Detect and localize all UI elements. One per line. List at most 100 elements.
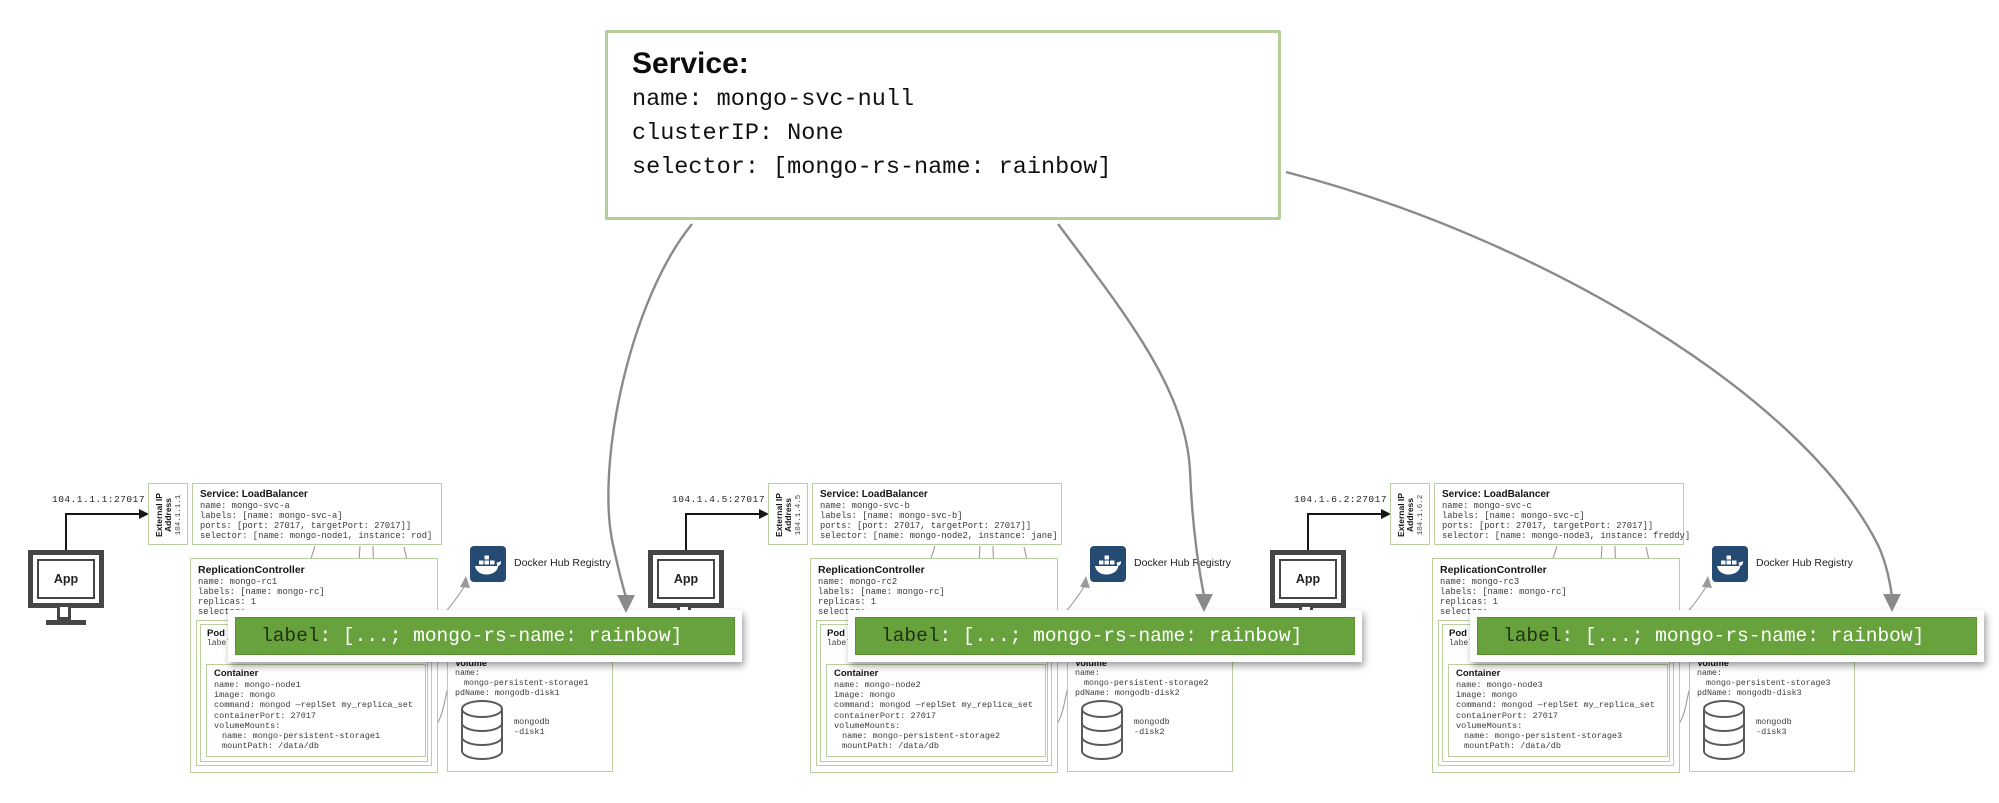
app-label: App xyxy=(1279,559,1337,599)
monitor-frame: App xyxy=(1270,550,1346,608)
container-title: Container xyxy=(834,668,879,679)
container-line: containerPort: 27017 xyxy=(1456,710,1559,721)
service-clusterip-line: clusterIP: None xyxy=(632,120,844,147)
volume-line: mongo-persistent-storage3 xyxy=(1706,679,1831,688)
rc-line: selector: xyxy=(198,607,246,617)
container-line: mountPath: /data/db xyxy=(1464,741,1561,752)
external-ip-box: External IP Address 104.1.6.2 xyxy=(1390,483,1430,545)
container-line: volumeMounts: xyxy=(834,720,901,731)
pod-labels: labels: xyxy=(1449,639,1483,648)
volume-line: mongo-persistent-storage2 xyxy=(1084,679,1209,688)
rc-title: ReplicationController xyxy=(1440,564,1547,576)
container-box: Container name: mongo-node3 image: mongo… xyxy=(1448,664,1668,757)
docker-whale-icon xyxy=(1090,546,1126,582)
external-ip-title: External IP Address xyxy=(774,493,793,537)
volume-line: pdName: mongodb-disk3 xyxy=(1697,689,1802,698)
external-endpoint: 104.1.4.5:27017 xyxy=(672,494,766,505)
service-title: Service: LoadBalancer xyxy=(1442,489,1550,500)
volume-line: name: xyxy=(1075,669,1100,678)
endpoint-arrowhead xyxy=(139,509,149,519)
volume-box: Volume name: mongo-persistent-storage2 p… xyxy=(1067,654,1233,772)
container-title: Container xyxy=(214,668,259,679)
external-ip-value: 104.1.6.2 xyxy=(1417,494,1425,536)
rc-line: name: mongo-rc1 xyxy=(198,577,278,587)
rc-line: selector: xyxy=(1440,607,1488,617)
service-line: name: mongo-svc-c xyxy=(1442,501,1532,511)
external-endpoint: 104.1.6.2:27017 xyxy=(1294,494,1388,505)
external-endpoint: 104.1.1.1:27017 xyxy=(52,494,146,505)
disk-name: mongodb xyxy=(1134,717,1170,727)
container-line: name: mongo-persistent-storage1 xyxy=(222,731,381,742)
disk-label: mongodb -disk1 xyxy=(514,717,550,737)
monitor-frame: App xyxy=(648,550,724,608)
service-loadbalancer-box: Service: LoadBalancer name: mongo-svc-c … xyxy=(1434,483,1691,545)
rc-title: ReplicationController xyxy=(818,564,925,576)
service-line: ports: [port: 27017, targetPort: 27017]] xyxy=(200,521,412,531)
container-line: volumeMounts: xyxy=(214,720,281,731)
service-line: selector: [name: mongo-node3, instance: … xyxy=(1442,531,1691,541)
volume-box: Volume name: mongo-persistent-storage3 p… xyxy=(1689,654,1855,772)
service-line: labels: [name: mongo-svc-c] xyxy=(1442,511,1585,521)
database-cylinder-icon xyxy=(1703,700,1745,760)
rc-line: labels: [name: mongo-rc] xyxy=(1440,587,1567,597)
external-ip-box: External IP Address 104.1.4.5 xyxy=(768,483,808,545)
volume-title: Volume xyxy=(1697,658,1729,668)
container-line: name: mongo-node1 xyxy=(214,680,301,690)
rc-line: replicas: 1 xyxy=(1440,597,1499,607)
service-line: labels: [name: mongo-svc-a] xyxy=(200,511,343,521)
app-monitor-icon: App xyxy=(28,550,104,638)
container-line: mountPath: /data/db xyxy=(222,741,319,752)
docker-hub-registry-label: Docker Hub Registry xyxy=(514,557,611,569)
rc-line: labels: [name: mongo-rc] xyxy=(198,587,325,597)
label-value: : [...; mongo-rs-name: rainbow] xyxy=(319,625,683,647)
container-line: image: mongo xyxy=(1456,690,1518,701)
service-title: Service: LoadBalancer xyxy=(820,489,928,500)
disk-suffix: -disk2 xyxy=(1134,727,1165,737)
monitor-stand xyxy=(57,607,71,620)
label-value: : [...; mongo-rs-name: rainbow] xyxy=(1561,625,1925,647)
rc-line: replicas: 1 xyxy=(818,597,877,607)
container-box: Container name: mongo-node1 image: mongo… xyxy=(206,664,426,757)
container-line: containerPort: 27017 xyxy=(834,710,937,721)
container-line: command: mongod —replSet my_replica_set xyxy=(834,700,1033,711)
service-title: Service: LoadBalancer xyxy=(200,489,308,500)
external-ip-box: External IP Address 104.1.1.1 xyxy=(148,483,188,545)
pod-title: Pod xyxy=(207,628,225,639)
rc-title: ReplicationController xyxy=(198,564,305,576)
container-line: command: mongod —replSet my_replica_set xyxy=(1456,700,1655,711)
rc-line: name: mongo-rc3 xyxy=(1440,577,1520,587)
pod-title: Pod xyxy=(1449,628,1467,639)
container-line: command: mongod —replSet my_replica_set xyxy=(214,700,413,711)
volume-title: Volume xyxy=(1075,658,1107,668)
service-selector-line: selector: [mongo-rs-name: rainbow] xyxy=(632,154,1112,181)
service-name-line: name: mongo-svc-null xyxy=(632,86,915,113)
container-line: volumeMounts: xyxy=(1456,720,1523,731)
container-line: image: mongo xyxy=(214,690,276,701)
label-keyword: label xyxy=(261,625,320,647)
disk-name: mongodb xyxy=(514,717,550,727)
disk-suffix: -disk3 xyxy=(1756,727,1787,737)
container-title: Container xyxy=(1456,668,1501,679)
rc-line: labels: [name: mongo-rc] xyxy=(818,587,945,597)
service-line: name: mongo-svc-b xyxy=(820,501,910,511)
volume-line: name: xyxy=(1697,669,1722,678)
container-line: name: mongo-persistent-storage2 xyxy=(842,731,1001,742)
service-line: name: mongo-svc-a xyxy=(200,501,290,511)
monitor-frame: App xyxy=(28,550,104,608)
mongo-cluster-2: App 104.1.4.5:27017 External IP Address … xyxy=(620,0,1280,803)
pod-labels: labels: xyxy=(207,639,241,648)
container-line: mountPath: /data/db xyxy=(842,741,939,752)
label-highlight-text: label: [...; mongo-rs-name: rainbow] xyxy=(855,617,1355,655)
service-loadbalancer-box: Service: LoadBalancer name: mongo-svc-a … xyxy=(192,483,442,545)
disk-name: mongodb xyxy=(1756,717,1792,727)
docker-whale-icon xyxy=(1712,546,1748,582)
rc-line: selector: xyxy=(818,607,866,617)
docker-whale-icon xyxy=(470,546,506,582)
volume-line: pdName: mongodb-disk1 xyxy=(455,689,560,698)
label-highlight-bar-1: label: [...; mongo-rs-name: rainbow] xyxy=(228,610,742,662)
label-value: : [...; mongo-rs-name: rainbow] xyxy=(939,625,1303,647)
volume-title: Volume xyxy=(455,658,487,668)
label-keyword: label xyxy=(881,625,940,647)
rc-line: name: mongo-rc2 xyxy=(818,577,898,587)
